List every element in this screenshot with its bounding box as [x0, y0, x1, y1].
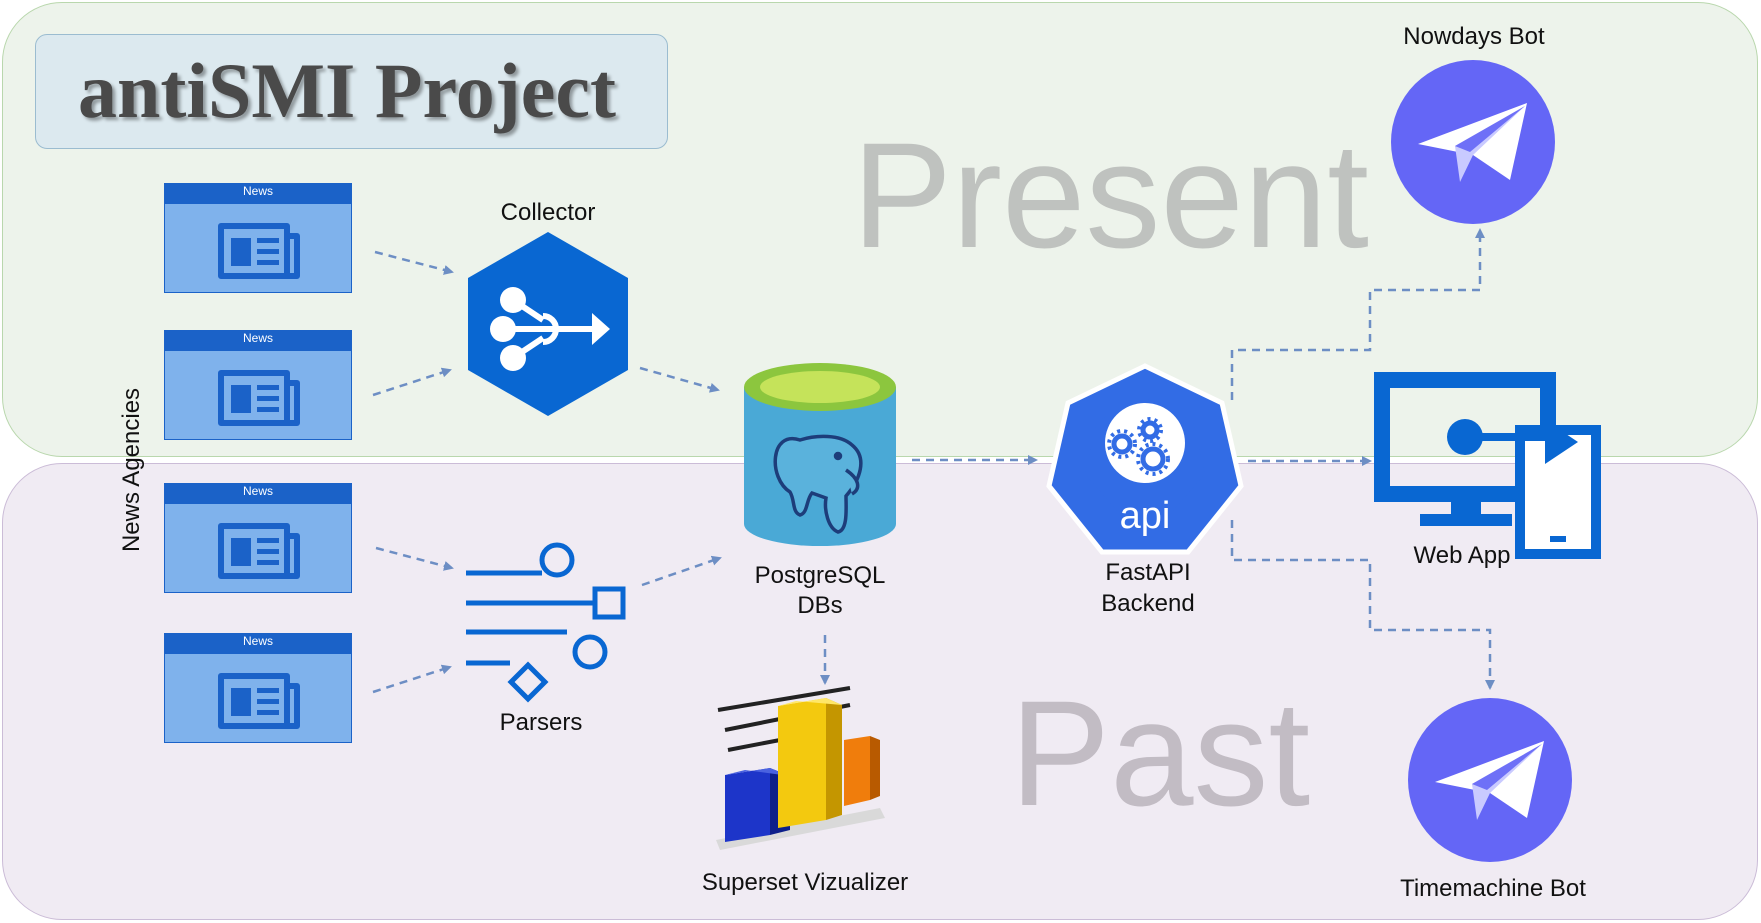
newspaper-icon	[164, 652, 352, 743]
hub-icon	[468, 232, 628, 416]
news-card: News	[164, 483, 352, 593]
news-card: News	[164, 633, 352, 743]
superset-label: Superset Vizualizer	[701, 869, 909, 896]
arrow-news-collector	[374, 250, 454, 275]
bar-chart-icon	[716, 686, 885, 850]
news-card-title: News	[164, 330, 352, 350]
newspaper-icon	[164, 502, 352, 593]
telegram-plane-icon	[1391, 60, 1555, 224]
news-card: News	[164, 330, 352, 440]
news-card: News	[164, 183, 352, 293]
nowdays-bot-label: Nowdays Bot	[1403, 23, 1545, 50]
arrow-news-parsers	[372, 664, 452, 694]
api-icon-text: api	[1120, 495, 1171, 537]
newspaper-icon	[164, 349, 352, 440]
news-card-title: News	[164, 483, 352, 503]
title-box	[35, 34, 668, 149]
arrow-collector-db	[639, 366, 720, 393]
timemachine-bot-label: Timemachine Bot	[1400, 875, 1586, 902]
past-zone-label: Past	[1010, 669, 1311, 837]
arrow-parsers-db	[641, 555, 722, 587]
news-card-title: News	[164, 633, 352, 653]
telegram-plane-icon	[1408, 698, 1572, 862]
arrow-backend-timemachine-bot	[1230, 520, 1495, 690]
monitor-tablet-icon	[1374, 372, 1601, 559]
webapp-label: Web App	[1413, 542, 1511, 569]
present-zone-label: Present	[852, 111, 1369, 279]
arrow-news-parsers	[375, 546, 454, 571]
postgres-elephant-icon	[744, 363, 896, 546]
project-title: antiSMI Project	[78, 47, 616, 134]
parser-icon	[466, 542, 626, 703]
db-label-line1: PostgreSQL	[754, 562, 886, 589]
backend-label-line1: FastAPI	[1105, 559, 1191, 586]
backend-label-line2: Backend	[1101, 590, 1195, 617]
api-gear-icon: api	[1046, 363, 1244, 555]
parsers-label: Parsers	[499, 709, 583, 736]
flow-arrows	[372, 228, 1495, 694]
newspaper-icon	[164, 202, 352, 293]
arrow-news-collector	[372, 367, 452, 397]
news-card-title: News	[164, 183, 352, 203]
db-label-line2: DBs	[797, 592, 843, 619]
collector-label: Collector	[500, 199, 596, 226]
arrow-backend-nowdays-bot	[1230, 228, 1485, 400]
